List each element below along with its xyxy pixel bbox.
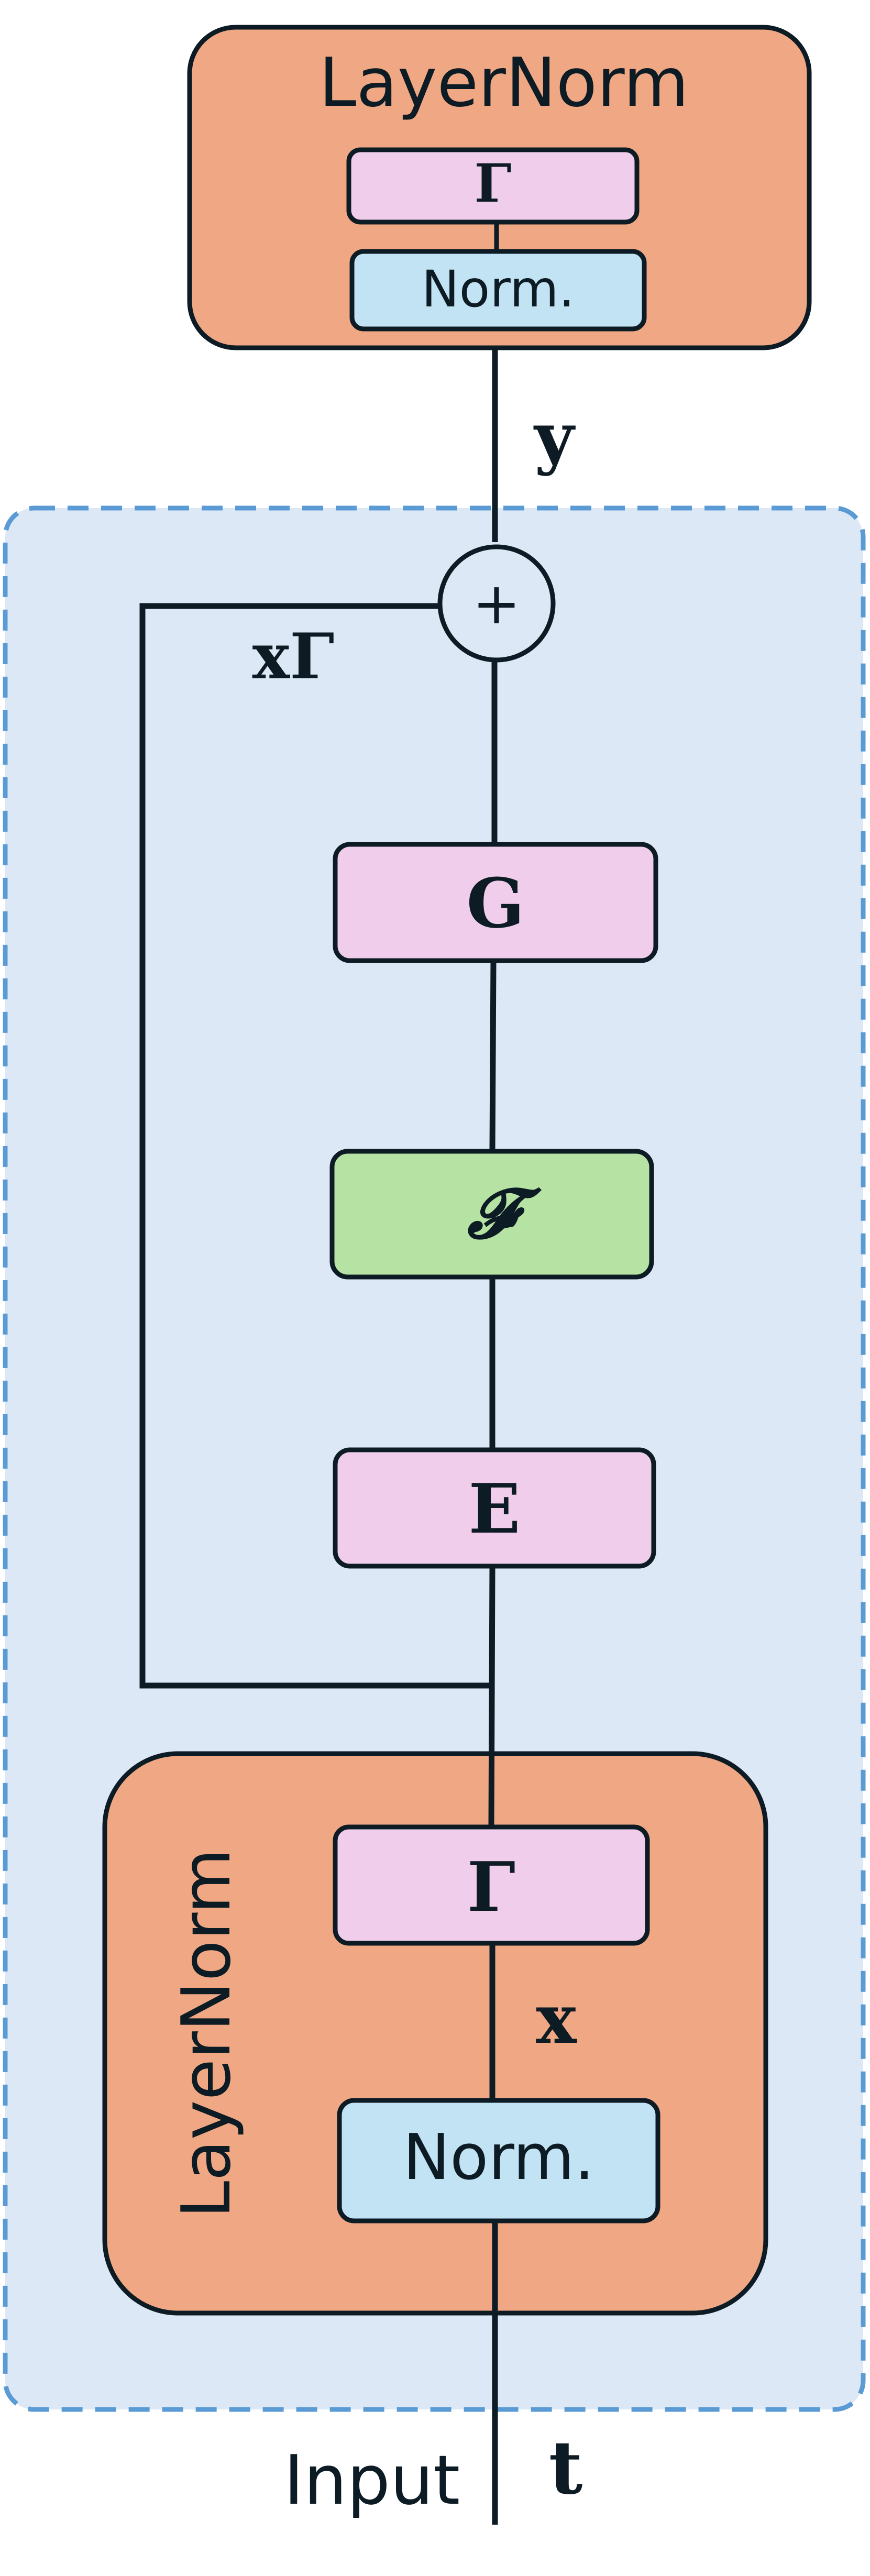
f-to-g-arrow xyxy=(489,962,497,1150)
skip-connection-line xyxy=(139,603,493,1689)
top-norm-label: Norm. xyxy=(422,260,575,318)
bottom-layernorm-block: LayerNorm Γ x Norm. xyxy=(102,1751,768,2316)
top-gamma-box xyxy=(346,147,640,225)
y-label: y xyxy=(533,397,576,477)
g-block xyxy=(333,842,658,963)
bottom-layernorm-title: LayerNorm xyxy=(168,1848,246,2218)
top-layernorm-title: LayerNorm xyxy=(319,44,689,122)
e-block xyxy=(333,1447,656,1569)
bottom-gamma-label: Γ xyxy=(467,1847,515,1927)
t-label: t xyxy=(549,2425,583,2511)
adder-node: + xyxy=(437,544,556,663)
e-label: E xyxy=(468,1469,520,1549)
bottom-gamma-box xyxy=(333,1824,650,1946)
bottom-norm-label: Norm. xyxy=(403,2121,594,2194)
g-label: G xyxy=(466,863,524,943)
top-gamma-label: Γ xyxy=(475,152,512,214)
x-label: x xyxy=(536,1979,577,2059)
trunk-to-e-arrow xyxy=(488,1568,495,1825)
top-norm-box xyxy=(349,249,647,332)
f-block xyxy=(329,1149,654,1280)
x-gamma-label: xΓ xyxy=(252,620,335,693)
bottom-norm-box xyxy=(337,2098,660,2223)
input-label: Input xyxy=(284,2440,460,2520)
adder-symbol: + xyxy=(472,570,521,637)
top-layernorm-block: LayerNorm Γ Norm. xyxy=(187,25,812,350)
